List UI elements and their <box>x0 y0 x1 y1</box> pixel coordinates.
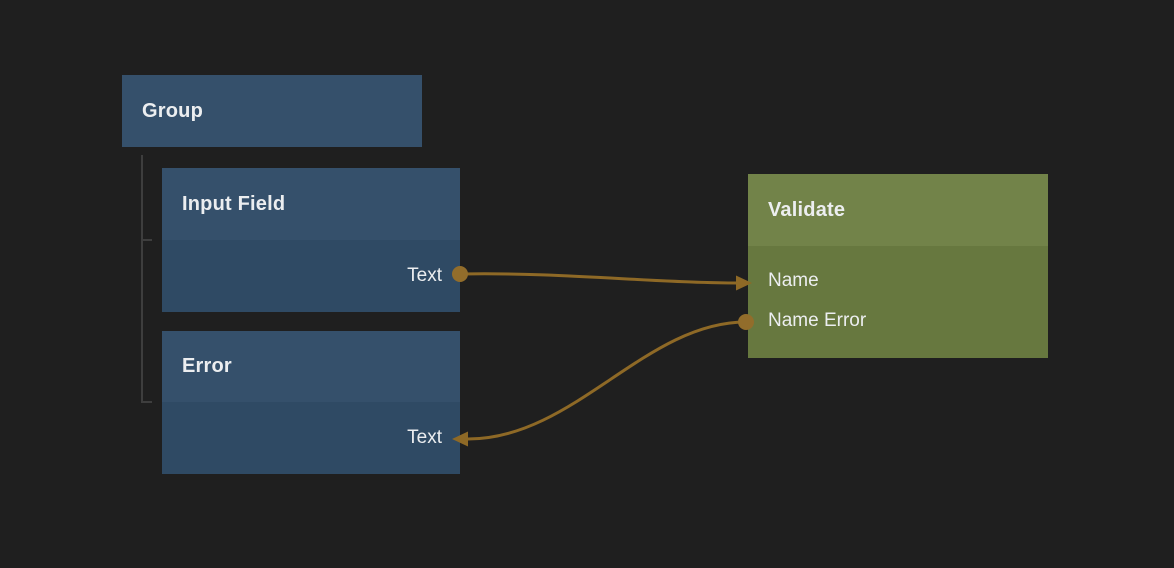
node-input-field-header: Input Field <box>162 168 460 240</box>
port-name-error-output-label: Name Error <box>768 310 867 331</box>
node-error-title: Error <box>182 355 232 377</box>
node-input-field-title: Input Field <box>182 192 286 215</box>
node-validate-body: Name Name Error <box>748 246 1048 358</box>
port-name-input-label: Name <box>768 270 819 291</box>
node-validate[interactable]: Validate Name Name Error <box>748 174 1048 358</box>
node-error[interactable]: Error Text <box>162 331 460 474</box>
node-error-body: Text <box>162 402 460 474</box>
node-group-header: Group <box>122 75 422 147</box>
port-text-input-label: Text <box>407 427 442 448</box>
node-validate-header: Validate <box>748 174 1048 246</box>
node-group-title: Group <box>142 99 203 122</box>
tree-connector-elbow <box>141 401 152 403</box>
port-name-error-output[interactable]: Name Error <box>748 301 1048 341</box>
node-group[interactable]: Group <box>122 75 422 147</box>
wire-name-error-to-text[interactable] <box>467 320 747 441</box>
node-validate-title: Validate <box>768 198 846 221</box>
node-error-header: Error <box>162 331 460 402</box>
wire-text-to-name[interactable] <box>459 272 738 285</box>
tree-connector-vertical <box>141 155 143 403</box>
port-text-output-label: Text <box>407 265 442 286</box>
port-text-input[interactable]: Text <box>162 402 460 474</box>
node-input-field[interactable]: Input Field Text <box>162 168 460 312</box>
tree-connector-tick <box>141 239 152 241</box>
port-text-output[interactable]: Text <box>162 240 460 312</box>
node-input-field-body: Text <box>162 240 460 312</box>
port-name-input[interactable]: Name <box>748 261 1048 301</box>
